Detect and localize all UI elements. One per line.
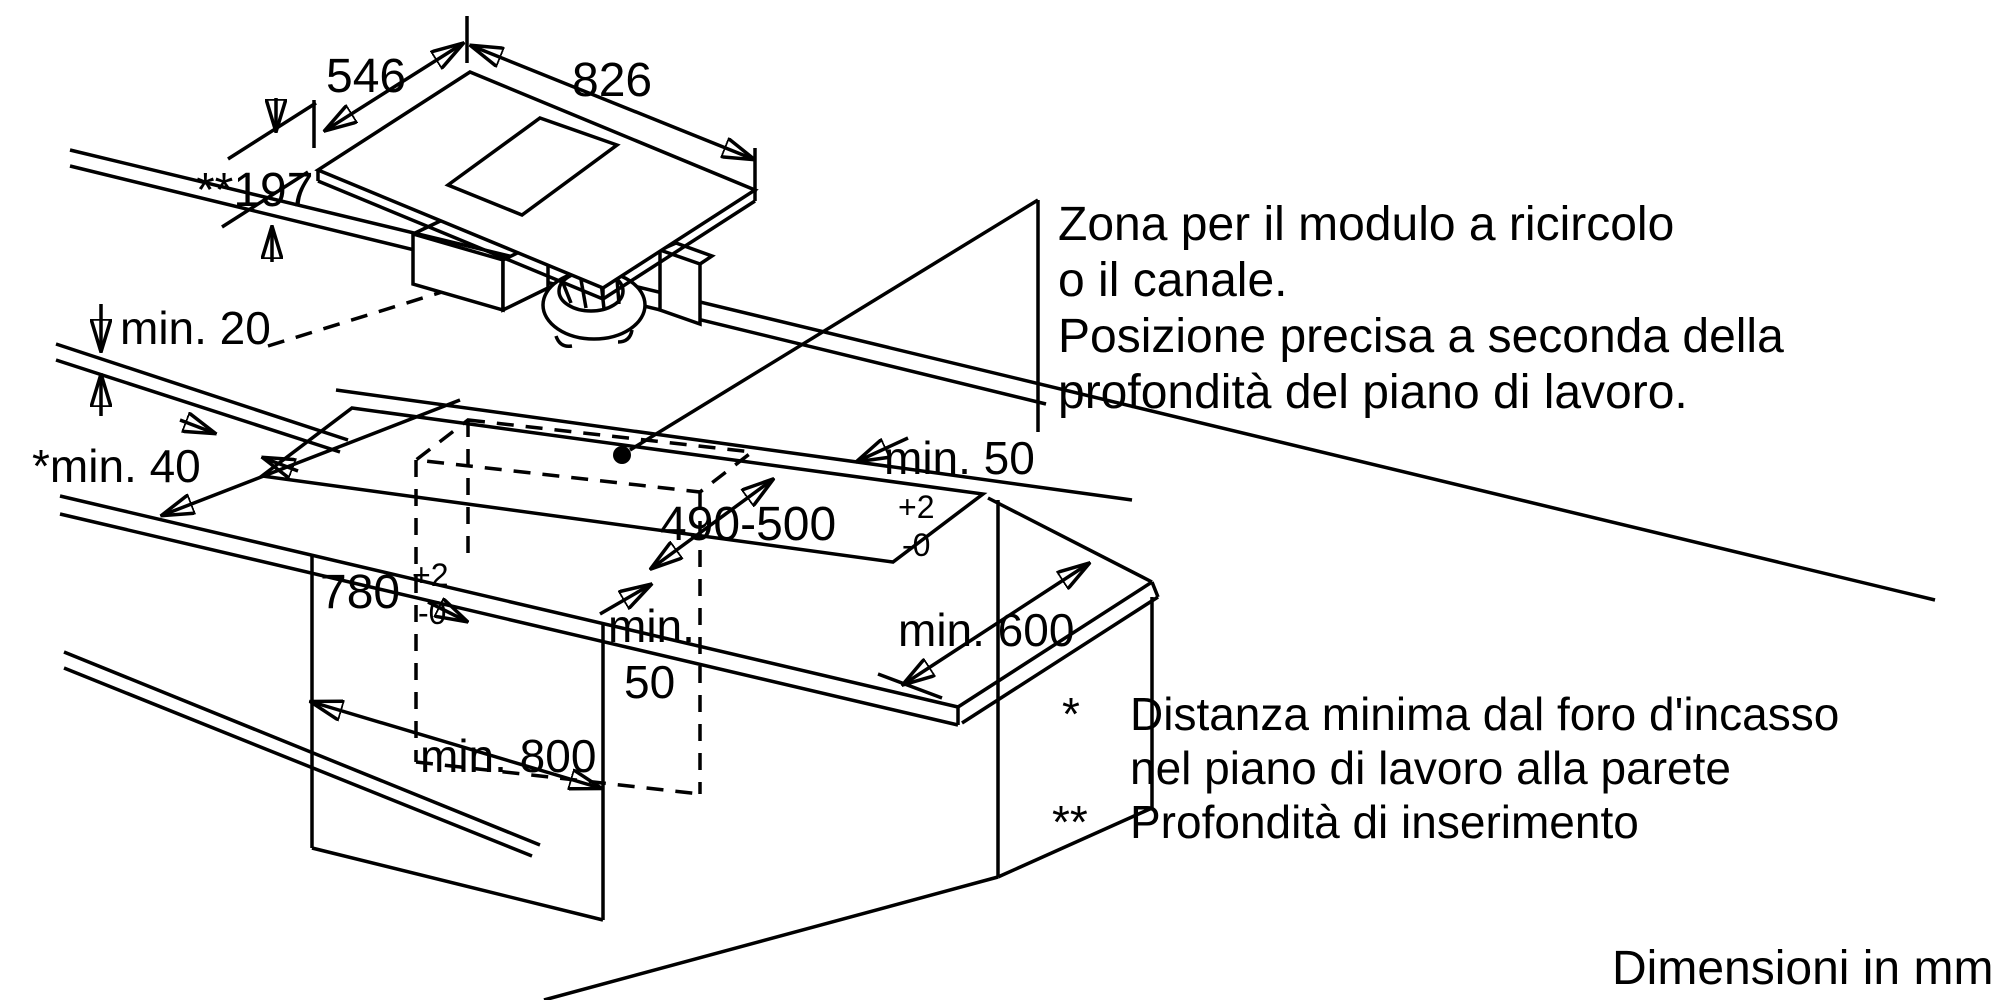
zone-note-line-3: Posizione precisa a seconda della [1058,310,1784,363]
label-490-500-tol-plus: +2 [898,489,934,525]
footnote-star-line2: nel piano di lavoro alla parete [1130,742,1731,794]
ext-min40 [163,398,461,515]
dim-line-546 [326,44,462,130]
dim-line-490-500 [652,480,772,568]
base-cabinet [63,500,1154,1000]
wall-bottom-edge [55,342,349,442]
blower-foot-right [617,329,634,344]
bracket-face [658,247,702,327]
arrow-min40-a [179,420,214,433]
cabinet-bottom-front [543,875,999,1000]
counter-endcap-corner [1150,581,1160,598]
wall-top-edge [69,148,1936,602]
footnotes: * Distanza minima dal foro d'incasso nel… [1052,688,1839,848]
zone-leader [629,198,1040,452]
blower-spoke-4 [615,278,621,305]
ext-min600 [877,672,943,700]
counter-back-edge [335,388,1133,502]
units-note: Dimensioni in mm [1612,942,1993,995]
glass-top-surface [314,70,759,290]
label-780-tol-plus: +2 [412,557,448,593]
dimension-lines [101,16,1088,788]
module-zone-bottom [415,760,701,796]
footnote-star-marker: * [1062,688,1080,740]
dim-line-826 [472,46,753,159]
dim-line-min800 [312,702,600,788]
label-780: 780 [320,566,400,619]
footnote-dstar-text: Profondità di inserimento [1130,796,1639,848]
hob-drop-position [267,290,443,348]
cabinet-floor-edge [311,846,604,922]
counter-front-edge [59,494,959,709]
arrow-780 [427,602,466,621]
zone-reference-dot [613,446,631,464]
leader-diagonal [629,198,1039,452]
label-546: 546 [326,50,406,103]
zone-note-line-1: Zona per il modulo a ricircolo [1058,198,1674,251]
counter-back-edge-left [55,358,341,454]
zone-note-line-4: profondità del piano di lavoro. [1058,366,1688,419]
label-min50-side-2: 50 [624,656,675,708]
counter-front-bottom-edge [59,512,959,727]
ext-197-top [227,101,317,161]
glass-bottom-front-left [317,179,604,301]
arrow-min40-b [264,458,299,471]
label-826: 826 [572,54,652,107]
footnote-star-line1: Distanza minima dal foro d'incasso [1130,688,1839,740]
plenum-front-face [411,231,505,313]
cabinet-bottom-right [997,806,1153,879]
label-490-500-tol-minus: -0 [902,527,930,563]
counter-right-strip-edge [987,496,1153,584]
label-min600: min. 600 [898,604,1074,656]
plinth-top-edge [63,650,541,847]
label-490-500: 490-500 [660,498,836,551]
label-min50-side-1: min. [608,600,695,652]
glass-bottom-front-right [602,199,756,301]
arrow-min50-top [858,436,909,461]
ext-197-bottom [221,170,309,229]
dimension-labels: 546 826 **197 min. 20 *min. 40 min. 50 4… [32,50,1074,782]
hob-unit [314,70,759,349]
dim-line-min600 [904,564,1088,684]
label-197: **197 [196,164,313,217]
label-min800: min. 800 [420,730,596,782]
blower-foot-left [554,335,573,349]
label-min40: *min. 40 [32,440,201,492]
zone-note-line-2: o il canale. [1058,254,1287,307]
plinth-bottom-edge [63,666,533,858]
arrow-min50-side [599,585,650,616]
worktop-cutout [257,406,988,564]
label-min50-top: min. 50 [884,432,1035,484]
label-780-tol-minus: -0 [418,595,446,631]
footnote-dstar-marker: ** [1052,796,1088,848]
blower-spoke-1 [561,282,573,304]
label-min20: min. 20 [120,302,271,354]
zone-note: Zona per il modulo a ricircolo o il cana… [1058,198,1784,419]
